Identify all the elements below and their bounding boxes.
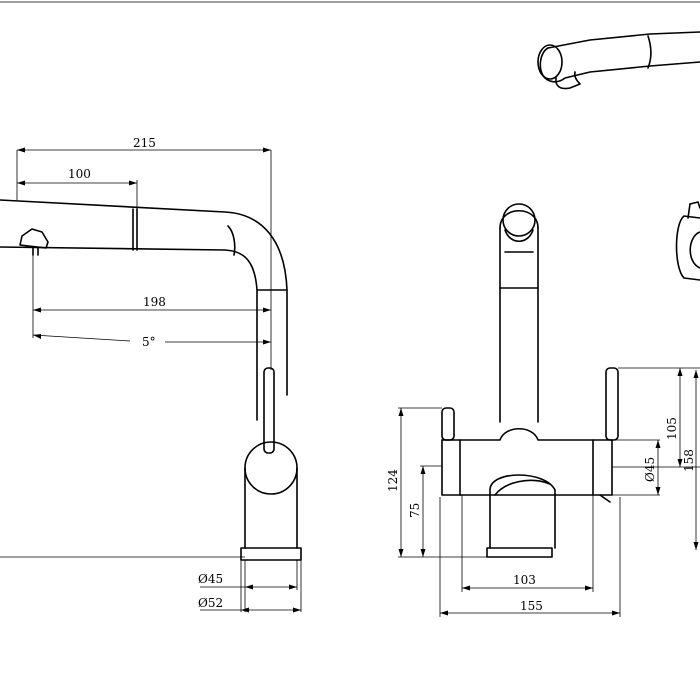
- dim-198: 198: [143, 295, 166, 309]
- side-dimensions: 215 100 198 5° Ø45 Ø52: [16, 136, 302, 613]
- dim-103: 103: [513, 573, 536, 587]
- dim-155: 155: [520, 599, 543, 613]
- faucet-front-view: [441, 203, 619, 558]
- partial-end-view: [675, 201, 700, 281]
- dim-dia-45-side: Ø45: [198, 572, 223, 586]
- faucet-side-view: [0, 199, 302, 561]
- dim-75: 75: [408, 503, 422, 518]
- dim-105: 105: [665, 417, 679, 440]
- dim-dia-52-side: Ø52: [198, 596, 223, 610]
- spray-head-perspective-view: [537, 31, 700, 90]
- dim-215: 215: [133, 136, 156, 150]
- dim-5-degrees: 5°: [142, 335, 156, 349]
- front-dimensions: 124 75 Ø45 105 158 103 155: [386, 367, 700, 617]
- dim-158: 158: [682, 449, 696, 472]
- dim-100: 100: [68, 167, 91, 181]
- dim-124: 124: [386, 469, 400, 492]
- dim-dia-45-front: Ø45: [643, 457, 657, 482]
